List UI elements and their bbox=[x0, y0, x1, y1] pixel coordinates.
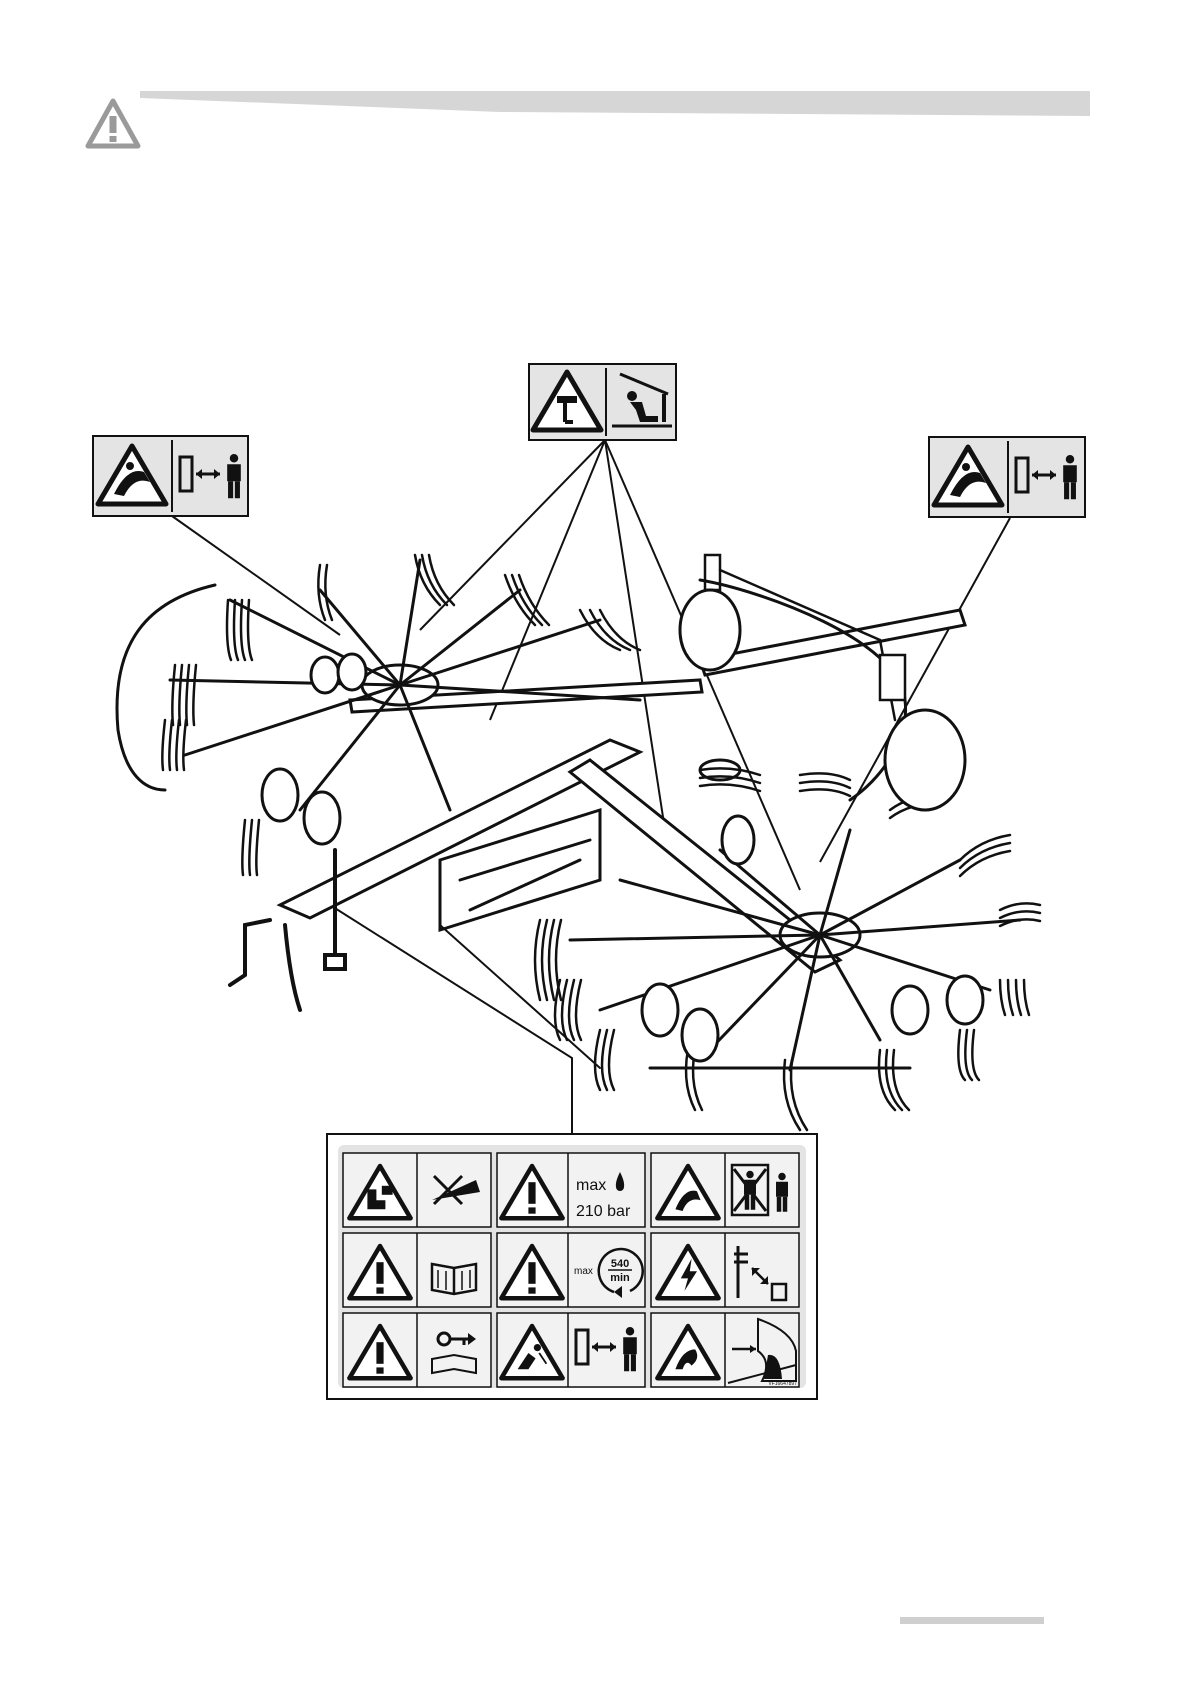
sticker-tile: max 210 bar bbox=[497, 1153, 645, 1227]
hitch bbox=[230, 850, 345, 1010]
page-header bbox=[88, 91, 1090, 146]
sticker-tile bbox=[343, 1313, 491, 1387]
footer-bar bbox=[900, 1617, 1044, 1624]
safety-sticker-sheet: max 210 bar bbox=[327, 1134, 817, 1399]
header-bar bbox=[140, 91, 1090, 116]
sticker-code: VF16647897 bbox=[768, 1381, 797, 1387]
sticker-crush-right bbox=[929, 437, 1085, 517]
rotor-hubs bbox=[362, 665, 860, 957]
sticker-tile bbox=[343, 1233, 491, 1307]
sticker-crush-left bbox=[93, 436, 248, 516]
sticker-tile bbox=[651, 1233, 799, 1307]
pto-max-label: max bbox=[574, 1266, 593, 1277]
hydraulic-pressure-label: 210 bar bbox=[576, 1203, 631, 1220]
hydraulic-max-label: max bbox=[576, 1177, 606, 1194]
rotary-rake-machine bbox=[117, 555, 1040, 1130]
sticker-tile: VF16647897 bbox=[651, 1313, 799, 1387]
sticker-tile bbox=[497, 1313, 645, 1387]
sticker-tile: max 540 min bbox=[497, 1233, 645, 1307]
pto-unit-label: min bbox=[610, 1272, 630, 1284]
pto-speed-label: 540 bbox=[611, 1258, 629, 1270]
wheels bbox=[262, 590, 983, 1061]
sticker-falling-load bbox=[529, 364, 676, 440]
warning-triangle-icon bbox=[88, 101, 138, 146]
left-guard-arc bbox=[117, 585, 215, 790]
sticker-tile bbox=[651, 1153, 799, 1227]
sticker-tile bbox=[343, 1153, 491, 1227]
